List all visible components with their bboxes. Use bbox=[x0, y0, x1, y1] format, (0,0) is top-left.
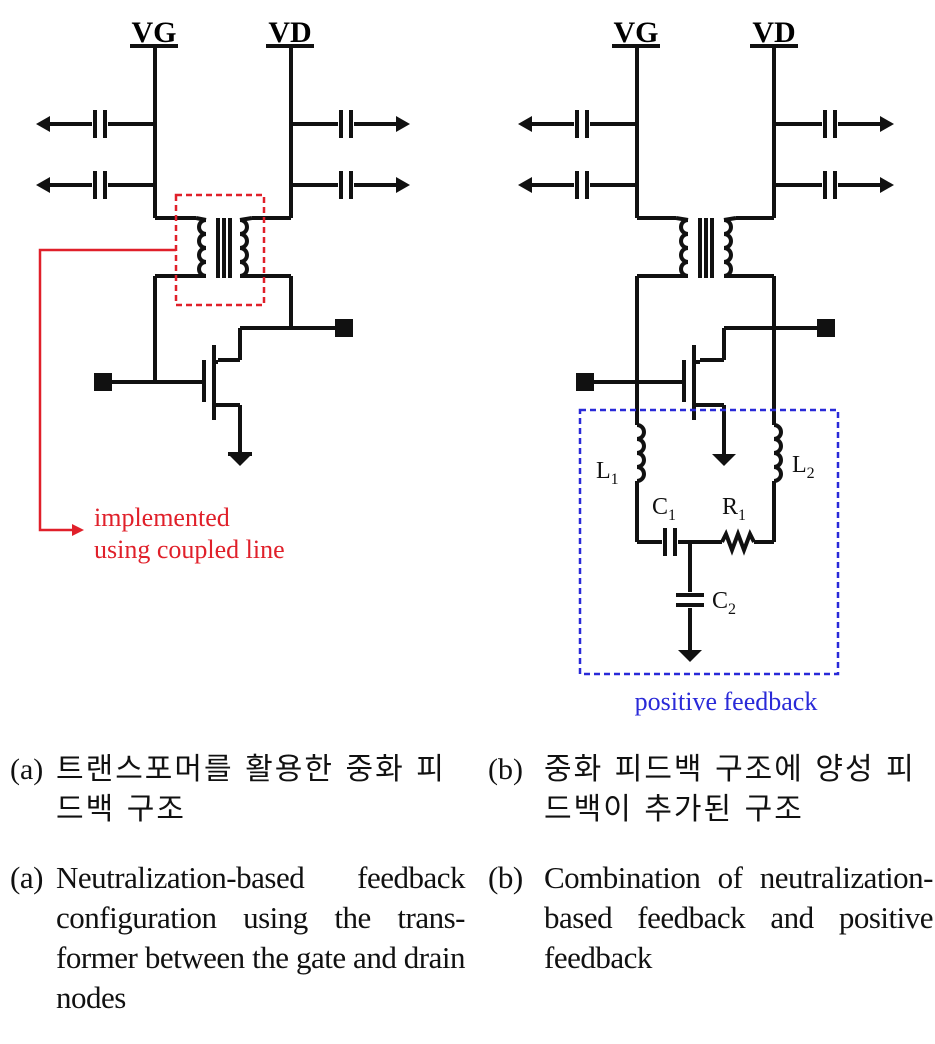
vg-label-b: VG bbox=[614, 16, 659, 49]
annotation-line-1: implemented bbox=[94, 503, 230, 532]
vd-label-a: VD bbox=[268, 16, 311, 49]
circuit-b bbox=[530, 44, 882, 650]
circuit-a bbox=[48, 44, 398, 456]
caption-a-label: (a) bbox=[10, 753, 44, 786]
c1-label: C1 bbox=[652, 494, 676, 524]
positive-feedback-label: positive feedback bbox=[635, 687, 818, 716]
annotation-arrow bbox=[38, 248, 176, 532]
caption-a-korean: (a) 트랜스포머를 활용한 중화 피드백 구조 bbox=[10, 752, 446, 827]
vd-label-b: VD bbox=[752, 16, 795, 49]
caption-b-label-en: (b) bbox=[488, 860, 523, 895]
vg-label-a: VG bbox=[132, 16, 177, 49]
caption-b-label: (b) bbox=[488, 753, 523, 786]
l2-label: L2 bbox=[792, 452, 815, 482]
positive-feedback-box bbox=[578, 408, 840, 676]
r1-label: R1 bbox=[722, 494, 746, 524]
caption-b-korean: (b) 중화 피드백 구조에 양성 피드백이 추가된 구조 bbox=[488, 752, 916, 827]
circuit-a-terminals bbox=[36, 116, 410, 466]
annotation-line-2: using coupled line bbox=[94, 535, 285, 564]
c2-label: C2 bbox=[712, 588, 736, 618]
caption-a-english: (a) Neutralization-based feedback config… bbox=[10, 860, 466, 1015]
l1-label: L1 bbox=[596, 458, 619, 488]
circuit-b-terminals bbox=[518, 116, 894, 662]
caption-a-label-en: (a) bbox=[10, 860, 43, 895]
caption-b-english: (b) Combination of neutralization-based … bbox=[488, 860, 934, 975]
circuit-diagram: VG VD implemented using coupled line bbox=[36, 16, 894, 716]
